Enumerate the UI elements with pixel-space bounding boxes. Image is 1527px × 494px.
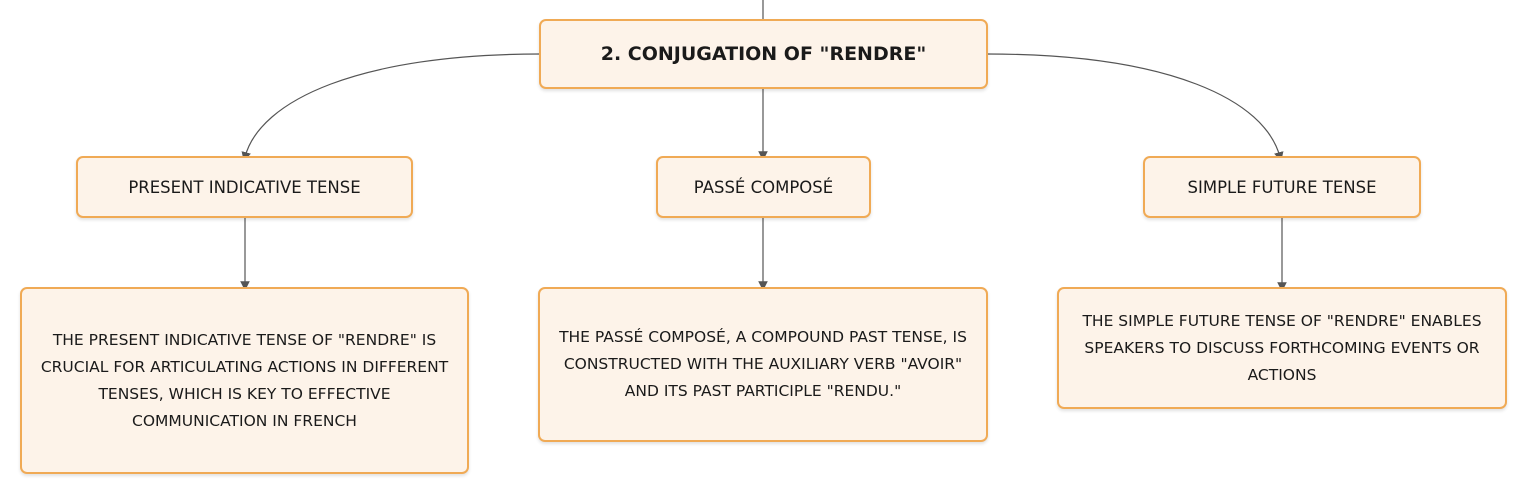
connector-root-to-future	[986, 53, 1284, 162]
detail-node-passe-compose[interactable]: THE PASSÉ COMPOSÉ, A COMPOUND PAST TENSE…	[538, 287, 988, 442]
detail-node-simple-future[interactable]: THE SIMPLE FUTURE TENSE OF "RENDRE" ENAB…	[1057, 287, 1507, 409]
branch-node-label: PASSÉ COMPOSÉ	[693, 177, 834, 197]
branch-node-simple-future[interactable]: SIMPLE FUTURE TENSE	[1143, 156, 1421, 218]
detail-node-present-indicative[interactable]: THE PRESENT INDICATIVE TENSE OF "RENDRE"…	[20, 287, 469, 474]
branch-node-label: PRESENT INDICATIVE TENSE	[128, 177, 361, 197]
branch-node-present-indicative[interactable]: PRESENT INDICATIVE TENSE	[76, 156, 413, 218]
detail-node-text: THE PASSÉ COMPOSÉ, A COMPOUND PAST TENSE…	[559, 328, 967, 400]
root-node-label: 2. CONJUGATION OF "RENDRE"	[600, 43, 927, 65]
detail-node-text: THE SIMPLE FUTURE TENSE OF "RENDRE" ENAB…	[1082, 311, 1482, 384]
branch-node-label: SIMPLE FUTURE TENSE	[1187, 177, 1377, 197]
connector-root-to-present	[241, 53, 541, 162]
detail-node-text: THE PRESENT INDICATIVE TENSE OF "RENDRE"…	[40, 330, 449, 430]
branch-node-passe-compose[interactable]: PASSÉ COMPOSÉ	[656, 156, 871, 218]
root-node[interactable]: 2. CONJUGATION OF "RENDRE"	[539, 19, 988, 89]
